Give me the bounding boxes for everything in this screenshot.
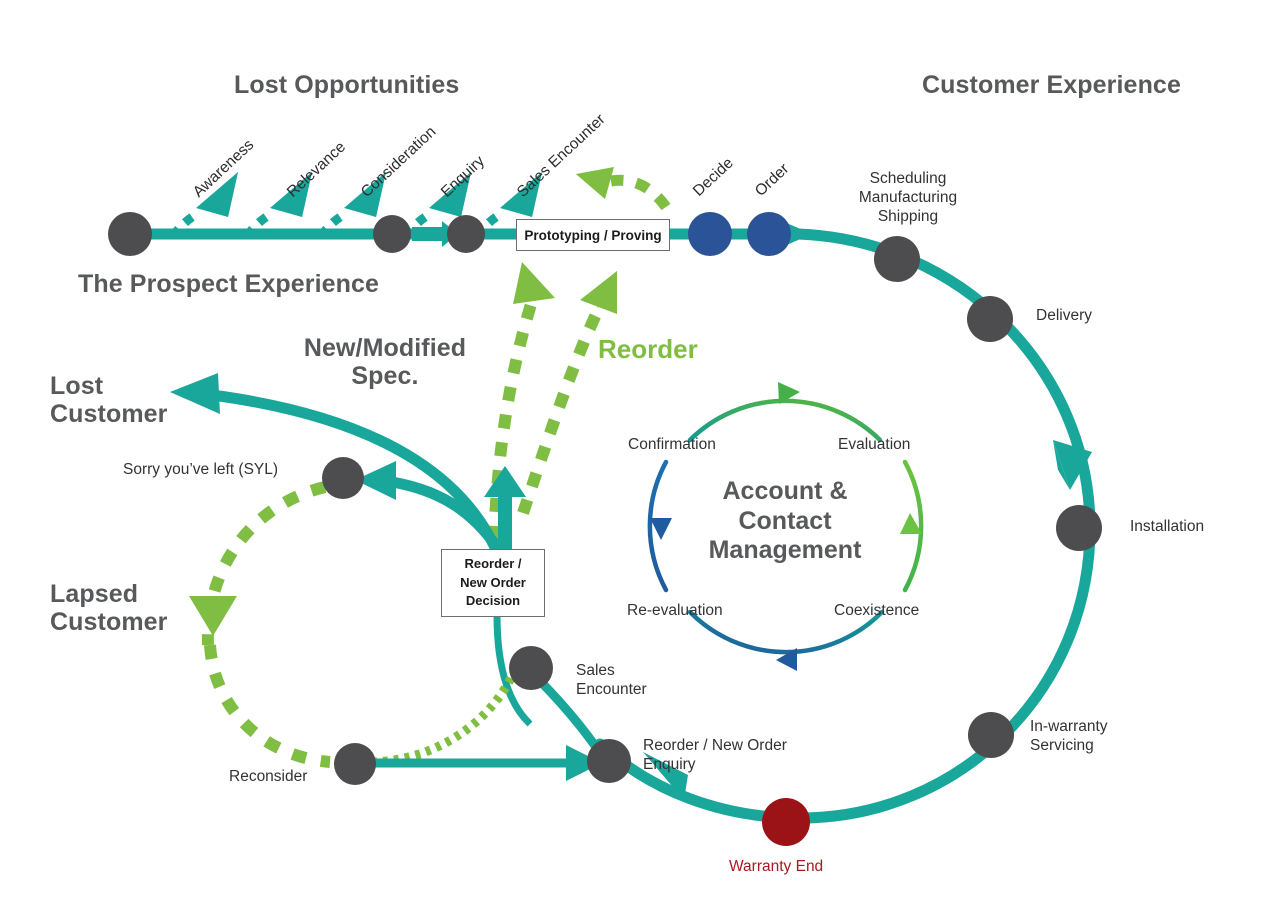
label-account-contact-management: Account & Contact Management (708, 477, 862, 564)
label-reorder-new-order-enquiry: Reorder / New Order Enquiry (643, 737, 787, 773)
label-reconsider: Reconsider (229, 768, 308, 785)
dropoff-arrowhead-sales-encounter-b (512, 172, 542, 217)
cycle-arc-left (647, 459, 669, 593)
dropoff-dash-awareness (169, 210, 200, 239)
lapsed-loop-lower-dash (204, 644, 331, 768)
ce-arrow-reorder-enquiry (643, 752, 688, 800)
ce-arrow-installation-b (1053, 440, 1070, 490)
decision-box-exits (170, 373, 533, 727)
heading-customer-experience: Customer Experience (922, 71, 1181, 99)
label-sorry-you-have-left: Sorry you’ve left (SYL) (123, 461, 279, 478)
heading-lapsed-customer: Lapsed Customer (50, 580, 168, 636)
label-in-warranty-servicing: In-warranty Servicing (1030, 718, 1108, 754)
prospect-inline-arrow (412, 221, 458, 247)
node-start (108, 212, 152, 256)
reorder-up-right-dash (517, 307, 604, 515)
heading-prospect-experience: The Prospect Experience (78, 270, 380, 298)
reorder-up-right-head-b (589, 271, 617, 308)
lost-customer-arrowhead (170, 373, 220, 414)
cycle-arrow-right (900, 513, 922, 534)
node-reorder-new-order-enquiry (587, 739, 631, 783)
reorder-arrows-up (488, 262, 617, 541)
node-scheduling-manufacturing-shipping (874, 236, 920, 282)
node-enquiry (447, 215, 485, 253)
node-sales-encounter-lower (509, 646, 553, 690)
node-installation (1056, 505, 1102, 551)
syl-path (391, 476, 508, 559)
lapsed-loop-arrowhead (189, 596, 237, 636)
diagram-nodes (108, 212, 1102, 846)
cycle-arc-bottom (687, 609, 885, 655)
heading-reorder: Reorder (598, 334, 698, 364)
reconsider-sales-dash (371, 673, 517, 767)
label-warranty-end: Warranty End (729, 858, 824, 875)
cycle-arrow-bottom (776, 648, 797, 671)
reconsider-to-enquiry (370, 745, 602, 781)
node-warranty-end (762, 798, 810, 846)
syl-arrowhead (355, 461, 396, 500)
node-delivery (967, 296, 1013, 342)
reorder-decide-head-b (576, 174, 605, 199)
node-in-warranty-servicing (968, 712, 1014, 758)
cycle-arrow-left (650, 518, 672, 540)
node-decide (688, 212, 732, 256)
dropoff-arrowhead-awareness-b (208, 172, 238, 217)
lost-opportunity-arrows (169, 172, 542, 239)
ce-arrow-installation (1053, 440, 1092, 490)
node-reconsider (334, 743, 376, 785)
account-contact-cycle (647, 382, 924, 671)
label-re-evaluation: Re-evaluation (627, 602, 723, 619)
label-coexistence: Coexistence (834, 602, 920, 619)
dropoff-arrowhead-consideration-b (356, 172, 386, 217)
dropoff-dash-relevance (243, 210, 274, 239)
label-evaluation: Evaluation (838, 436, 911, 453)
dropoff-arrowhead-relevance-b (282, 172, 312, 217)
box-reorder-new-order-decision[interactable]: Reorder / New Order Decision (441, 549, 545, 617)
decision-up-arrow (484, 466, 526, 552)
box-prototyping-proving[interactable]: Prototyping / Proving (516, 219, 670, 251)
reconsider-enquiry-arrowhead (566, 745, 602, 781)
dropoff-arrowhead-enquiry-b (441, 172, 471, 217)
heading-lost-opportunities: Lost Opportunities (234, 71, 460, 99)
cycle-arrow-top (778, 382, 800, 404)
lapsed-customer-loop (189, 481, 331, 768)
cycle-arc-right (902, 459, 924, 593)
decision-to-sales-encounter-path (493, 614, 533, 727)
node-order (747, 212, 791, 256)
label-installation: Installation (1130, 518, 1205, 535)
dropoff-dash-consideration (317, 210, 348, 239)
reorder-decide-dash (610, 174, 671, 211)
cycle-arc-top (687, 398, 883, 443)
reorder-up-left-head (513, 262, 555, 304)
node-sorry-you-have-left (322, 457, 364, 499)
heading-lost-customer: Lost Customer (50, 372, 168, 428)
reorder-to-decide-arrow (576, 167, 671, 211)
label-sales-encounter-lower: Sales Encounter (576, 662, 647, 698)
reconsider-to-sales-encounter (371, 673, 517, 767)
label-confirmation: Confirmation (628, 436, 716, 453)
node-consideration (373, 215, 411, 253)
reorder-up-left-dash (488, 302, 537, 541)
label-scheduling-manufacturing-shipping: Scheduling Manufacturing Shipping (858, 170, 958, 225)
heading-new-modified-spec: New/Modified Spec. (303, 334, 467, 390)
label-delivery: Delivery (1036, 307, 1092, 324)
